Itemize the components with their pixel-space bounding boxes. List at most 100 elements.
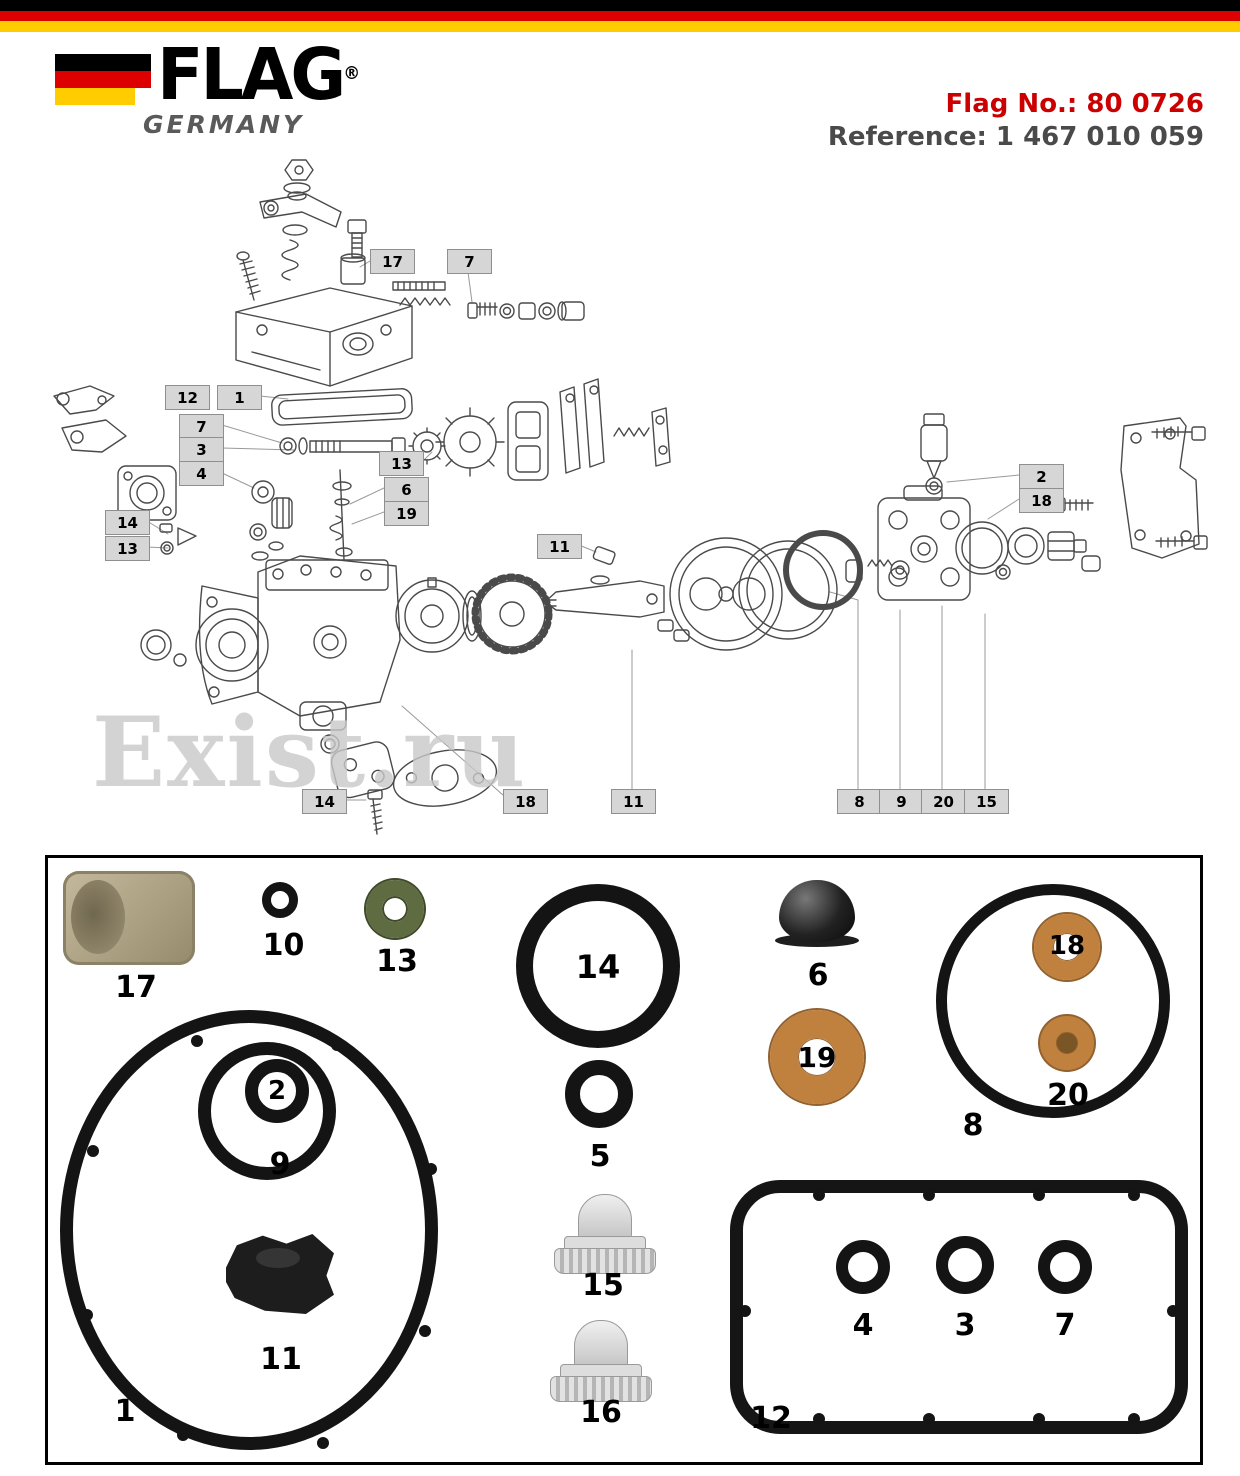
- callout-box: 17: [370, 249, 415, 274]
- governor-cover: [235, 287, 413, 387]
- callout-box: 14: [302, 789, 347, 814]
- part-plastic-cap-15: [554, 1194, 656, 1274]
- part-number-label: 15: [582, 1268, 624, 1303]
- brand-country: GERMANY: [143, 110, 305, 139]
- part-green-washer-13: [366, 880, 424, 938]
- o-ring-tab: [191, 1035, 203, 1047]
- o-ring-tab: [177, 1429, 189, 1441]
- part-number-label: 6: [807, 958, 829, 993]
- gasket-tab: [1167, 1305, 1179, 1317]
- callout-box: 14: [105, 510, 150, 535]
- logo-bar-red: [55, 71, 151, 88]
- part-o-ring-4: [836, 1240, 890, 1294]
- part-number-label: 3: [954, 1308, 976, 1343]
- gasket-tab: [1128, 1189, 1140, 1201]
- flag-stripe-red: [0, 11, 1240, 21]
- part-number-label: 13: [376, 944, 418, 979]
- gasket-tab: [1033, 1413, 1045, 1425]
- part-o-ring-5: [565, 1060, 633, 1128]
- part-number-label: 1: [114, 1394, 136, 1429]
- part-number-label: 12: [750, 1401, 792, 1436]
- cam-disc-assembly: [669, 537, 838, 651]
- reference-value: 1 467 010 059: [995, 122, 1204, 152]
- drive-gear: [471, 573, 553, 655]
- o-ring-tab: [331, 1039, 343, 1051]
- flag-logo-bars-icon: [55, 54, 151, 105]
- solenoid-valve: [920, 413, 948, 495]
- part-governor-cap-11: [226, 1234, 334, 1314]
- o-ring-tab: [81, 1309, 93, 1321]
- callout-box: 19: [384, 501, 429, 526]
- gasket-tab: [923, 1189, 935, 1201]
- cap-highlight: [256, 1248, 300, 1268]
- brand-name: FLAG®: [157, 40, 360, 111]
- gasket-tab: [813, 1189, 825, 1201]
- logo-bar-gold: [55, 88, 135, 105]
- o-ring-tab: [419, 1325, 431, 1337]
- callout-box: 13: [105, 536, 150, 561]
- throttle-screw-set: [467, 301, 585, 321]
- part-number-label: 19: [797, 1041, 837, 1074]
- reference-label: Reference:: [827, 122, 987, 152]
- part-number-label: 7: [1054, 1308, 1076, 1343]
- parts-kit-box: 17 10 13 14 6 8 18 20 19 9 2 5 1 11 15 1…: [45, 855, 1203, 1465]
- top-lever-assembly: [236, 159, 451, 306]
- cap-dome: [779, 880, 855, 942]
- part-o-ring-8: [936, 884, 1170, 1118]
- o-ring-tab: [425, 1163, 437, 1175]
- callout-box: 3: [179, 437, 224, 462]
- part-copper-washer-20: [1040, 1016, 1094, 1070]
- callout-box: 7: [179, 414, 224, 439]
- gasket-tab: [923, 1413, 935, 1425]
- o-ring-8-drawing: [783, 530, 863, 610]
- center-valve-pins: [249, 469, 353, 561]
- bushing-bore: [71, 880, 125, 954]
- part-number-label: 9: [269, 1147, 291, 1182]
- callout-box: 2: [1019, 464, 1064, 489]
- callout-box: 6: [384, 477, 429, 502]
- cap-ribbed-base: [554, 1248, 656, 1274]
- flag-number-line: Flag No.: 80 0726: [828, 88, 1204, 121]
- flag-number-label: Flag No.:: [945, 89, 1078, 119]
- gasket-tab: [1033, 1189, 1045, 1201]
- brand-text: FLAG: [157, 34, 346, 117]
- flag-number-value: 80 0726: [1086, 89, 1204, 119]
- drive-shaft: [544, 575, 690, 642]
- callout-box: 12: [165, 385, 210, 410]
- part-number-label: 16: [580, 1395, 622, 1430]
- callout-box: 13: [379, 451, 424, 476]
- part-o-ring-7: [1038, 1240, 1092, 1294]
- cover-gasket: [271, 388, 413, 426]
- gasket-tab: [813, 1413, 825, 1425]
- bottom-cover-plates: [330, 741, 498, 835]
- callout-box: 1: [217, 385, 262, 410]
- cap-dome: [574, 1320, 628, 1370]
- gasket-tab: [739, 1305, 751, 1317]
- part-plastic-cap-16: [550, 1320, 652, 1402]
- sealing-plugs: [955, 497, 1101, 580]
- part-number-label: 17: [115, 970, 157, 1005]
- callout-box: 4: [179, 461, 224, 486]
- callout-box: 11: [611, 789, 656, 814]
- o-ring-tab: [87, 1145, 99, 1157]
- callout-box: 15: [964, 789, 1009, 814]
- callout-box: 18: [1019, 488, 1064, 513]
- reference-line: Reference: 1 467 010 059: [828, 121, 1204, 154]
- part-rubber-cap-6: [775, 880, 859, 948]
- part-number-label: 14: [575, 948, 621, 986]
- flyweight-governor: [435, 378, 671, 481]
- flag-stripe-gold: [0, 21, 1240, 32]
- part-bushing-17: [63, 871, 195, 965]
- callout-box: 9: [879, 789, 924, 814]
- part-number-label: 11: [260, 1342, 302, 1377]
- part-number-label: 10: [262, 928, 305, 963]
- part-o-ring-10: [262, 882, 298, 918]
- callout-box: 8: [837, 789, 882, 814]
- cap-dome: [578, 1194, 632, 1242]
- flag-logo-row: FLAG®: [55, 40, 360, 111]
- part-copper-washer-18: [1034, 914, 1100, 980]
- o-ring-tab: [317, 1437, 329, 1449]
- logo-bar-black: [55, 54, 151, 71]
- part-number-label: 2: [267, 1076, 287, 1106]
- mounting-bracket: [1120, 417, 1208, 559]
